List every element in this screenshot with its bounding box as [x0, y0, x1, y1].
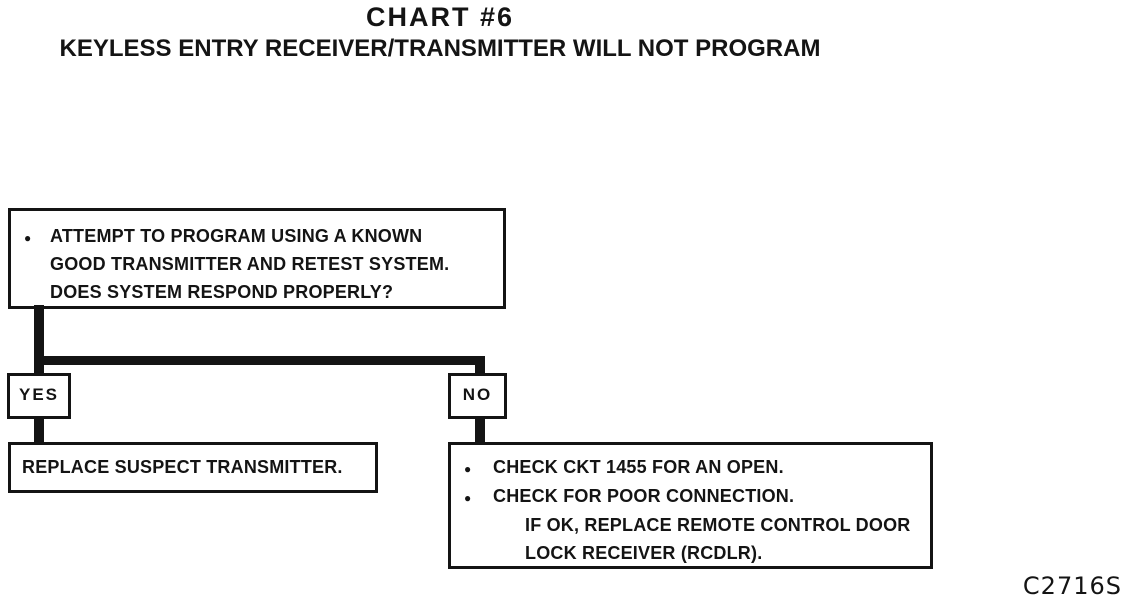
no-result-box: ● CHECK CKT 1455 FOR AN OPEN. ● CHECK FO… [448, 442, 933, 569]
bullet-cell: ● [21, 222, 50, 306]
question-box: ● ATTEMPT TO PROGRAM USING A KNOWN GOOD … [8, 208, 506, 309]
no-step-text-1: CHECK CKT 1455 FOR AN OPEN. [493, 457, 784, 477]
question-line-2: GOOD TRANSMITTER AND RETEST SYSTEM. [50, 254, 450, 274]
chart-header: CHART #6 KEYLESS ENTRY RECEIVER/TRANSMIT… [0, 0, 880, 63]
bullet-cell: ● [461, 454, 493, 483]
bullet-icon: ● [464, 462, 472, 476]
question-text: ATTEMPT TO PROGRAM USING A KNOWN GOOD TR… [50, 222, 449, 306]
yes-branch-label: YES [7, 373, 71, 419]
bullet-icon: ● [24, 231, 32, 245]
bullet-cell-spacer [493, 512, 525, 540]
chart-title: CHART #6 [365, 2, 515, 32]
question-line-1: ATTEMPT TO PROGRAM USING A KNOWN [50, 226, 423, 246]
connector-no-drop [475, 356, 485, 374]
bullet-cell-spacer [493, 540, 525, 568]
no-step-text-3: IF OK, REPLACE REMOTE CONTROL DOOR [525, 515, 911, 535]
bullet-cell: ● [461, 483, 493, 512]
no-step-row-3: IF OK, REPLACE REMOTE CONTROL DOOR [461, 512, 926, 540]
no-step-row-2: ● CHECK FOR POOR CONNECTION. [461, 483, 926, 512]
figure-code: C2716S [1022, 572, 1122, 600]
no-step-text-2: CHECK FOR POOR CONNECTION. [493, 486, 795, 506]
connector-branch-horizontal [34, 356, 485, 365]
no-step-row-4: LOCK RECEIVER (RCDLR). [461, 540, 926, 568]
connector-no-to-result [475, 417, 485, 443]
no-branch-label: NO [448, 373, 507, 419]
connector-yes-to-result [34, 417, 44, 443]
yes-result-text: REPLACE SUSPECT TRANSMITTER. [22, 457, 343, 477]
no-step-row-1: ● CHECK CKT 1455 FOR AN OPEN. [461, 454, 926, 483]
bullet-icon: ● [464, 491, 472, 505]
connector-question-down [34, 305, 44, 374]
chart-subtitle: KEYLESS ENTRY RECEIVER/TRANSMITTER WILL … [59, 35, 821, 62]
yes-result-box: REPLACE SUSPECT TRANSMITTER. [8, 442, 378, 493]
no-step-text-4: LOCK RECEIVER (RCDLR). [525, 542, 763, 563]
question-line-3: DOES SYSTEM RESPOND PROPERLY? [50, 282, 394, 302]
